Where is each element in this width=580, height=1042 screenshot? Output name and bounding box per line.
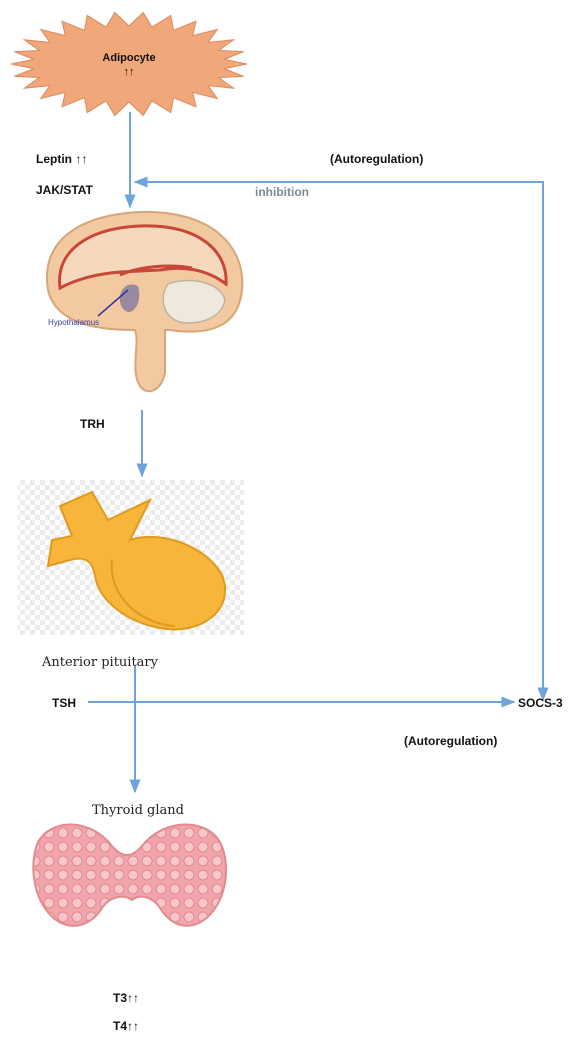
autoregulation-bottom-label: (Autoregulation): [404, 734, 497, 748]
jak-stat-label: JAK/STAT: [36, 183, 93, 197]
trh-label: TRH: [80, 417, 105, 431]
adipocyte-label: Adipocyte ↑↑: [0, 52, 258, 78]
inhibition-label: inhibition: [255, 185, 309, 199]
brain-illustration: [47, 212, 242, 391]
autoregulation-top-label: (Autoregulation): [330, 152, 423, 166]
anterior-pituitary-label: Anterior pituitary: [42, 655, 158, 670]
t3-label: T3↑↑: [113, 991, 139, 1005]
socs3-label: SOCS-3: [518, 696, 563, 710]
leptin-label: Leptin ↑↑: [36, 152, 87, 166]
thyroid-gland-label: Thyroid gland: [92, 803, 184, 818]
t4-label: T4↑↑: [113, 1019, 139, 1033]
pituitary-illustration: [18, 480, 244, 635]
thyroid-illustration: [33, 824, 226, 925]
hypothalamus-label: Hypothalamus: [48, 318, 99, 327]
tsh-label: TSH: [52, 696, 76, 710]
